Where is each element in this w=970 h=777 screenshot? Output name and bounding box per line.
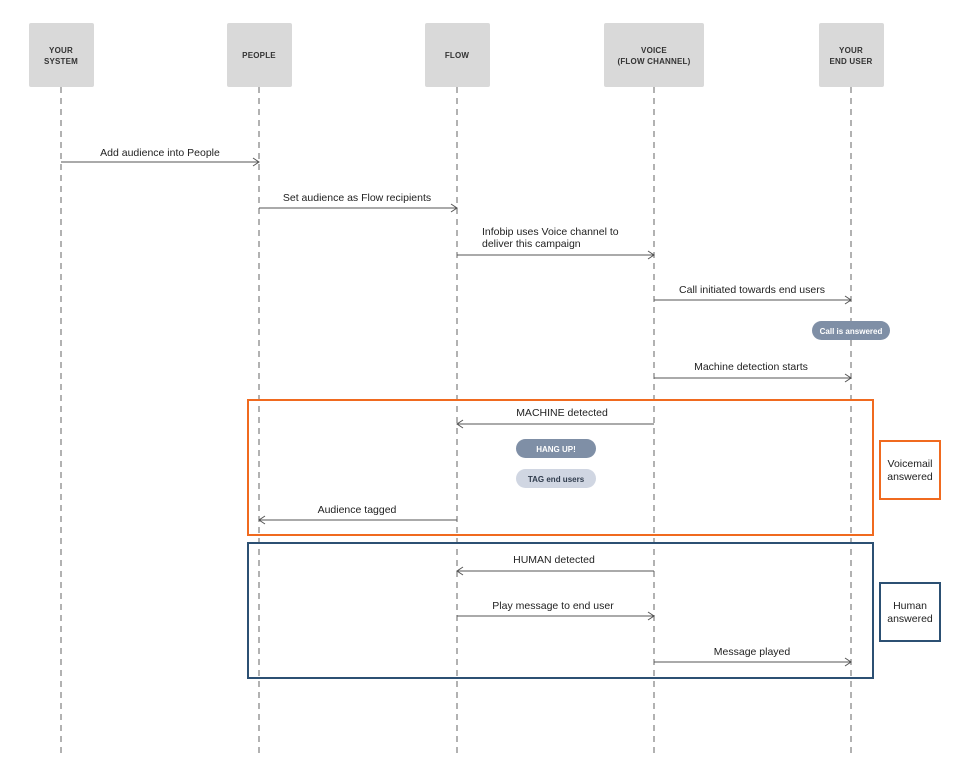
message-label: Call initiated towards end users	[679, 284, 825, 296]
actor-label: YOUR	[49, 46, 73, 55]
note-label: answered	[887, 613, 933, 625]
message-label: HUMAN detected	[513, 554, 595, 566]
message-label: deliver this campaign	[482, 238, 581, 250]
message-play-message: Play message to end user	[457, 600, 655, 621]
actor-label: VOICE	[641, 46, 667, 55]
svg-text:PEOPLE: PEOPLE	[242, 51, 276, 60]
actor-voice: VOICE (FLOW CHANNEL)	[604, 23, 704, 87]
call-answered-pill: Call is answered	[812, 321, 890, 340]
actor-label: PEOPLE	[242, 51, 276, 60]
message-human-detected: HUMAN detected	[456, 554, 654, 576]
arrow-head-icon	[647, 611, 655, 621]
svg-text:FLOW: FLOW	[445, 51, 470, 60]
actor-enduser: YOUR END USER	[819, 23, 884, 87]
svg-text:Add audience into People: Add audience into People	[100, 147, 220, 159]
arrow-head-icon	[450, 203, 458, 213]
svg-text:MACHINE detected: MACHINE detected	[516, 407, 608, 419]
svg-text:Set audience as Flow recipient: Set audience as Flow recipients	[283, 192, 431, 204]
arrow-head-icon	[844, 295, 852, 305]
arrow-head-icon	[252, 157, 260, 167]
arrow-head-icon	[647, 250, 655, 260]
hang-up-pill: HANG UP!	[516, 439, 596, 458]
actor-people: PEOPLE	[227, 23, 292, 87]
message-label: Add audience into People	[100, 147, 220, 159]
message-add-audience: Add audience into People	[61, 147, 260, 167]
note-label: Voicemail	[888, 458, 933, 470]
pill-label: TAG end users	[528, 475, 585, 484]
svg-text:Play message to end user: Play message to end user	[492, 600, 614, 612]
note-label: Human	[893, 600, 927, 612]
arrow-head-icon	[456, 566, 464, 576]
message-label: Audience tagged	[318, 504, 397, 516]
message-label: Message played	[714, 646, 791, 658]
message-label: Set audience as Flow recipients	[283, 192, 431, 204]
message-machine-detection: Machine detection starts	[654, 361, 852, 383]
message-label: Infobip uses Voice channel to	[482, 226, 619, 238]
actor-label: (FLOW CHANNEL)	[617, 57, 690, 66]
message-set-recipients: Set audience as Flow recipients	[259, 192, 458, 213]
message-label: Machine detection starts	[694, 361, 808, 373]
svg-text:HUMAN detected: HUMAN detected	[513, 554, 595, 566]
arrow-head-icon	[844, 657, 852, 667]
svg-text:Call initiated towards end use: Call initiated towards end users	[679, 284, 825, 296]
actor-label: FLOW	[445, 51, 470, 60]
message-call-initiated: Call initiated towards end users	[654, 284, 852, 305]
svg-text:VOICE(FLOW CHANNEL): VOICE (FLOW CHANNEL)	[617, 46, 690, 66]
arrow-head-icon	[844, 373, 852, 383]
actor-label: YOUR	[839, 46, 863, 55]
message-label: MACHINE detected	[516, 407, 608, 419]
svg-text:Machine detection starts: Machine detection starts	[694, 361, 808, 373]
note-label: answered	[887, 471, 933, 483]
actor-system: YOUR SYSTEM	[29, 23, 94, 87]
arrow-head-icon	[258, 515, 266, 525]
human-frame	[247, 542, 874, 679]
svg-text:Audience tagged: Audience tagged	[318, 504, 397, 516]
pill-label: HANG UP!	[536, 445, 576, 454]
actor-flow: FLOW	[425, 23, 490, 87]
message-machine-detected: MACHINE detected	[456, 407, 654, 429]
svg-text:Message played: Message played	[714, 646, 791, 658]
actor-label: END USER	[830, 57, 873, 66]
arrow-head-icon	[456, 419, 464, 429]
tag-end-users-pill: TAG end users	[516, 469, 596, 488]
message-audience-tagged: Audience tagged	[258, 504, 457, 525]
voicemail-frame	[247, 399, 874, 536]
pill-label: Call is answered	[820, 327, 883, 336]
message-message-played: Message played	[654, 646, 852, 667]
actor-label: SYSTEM	[44, 57, 78, 66]
message-label: Play message to end user	[492, 600, 614, 612]
